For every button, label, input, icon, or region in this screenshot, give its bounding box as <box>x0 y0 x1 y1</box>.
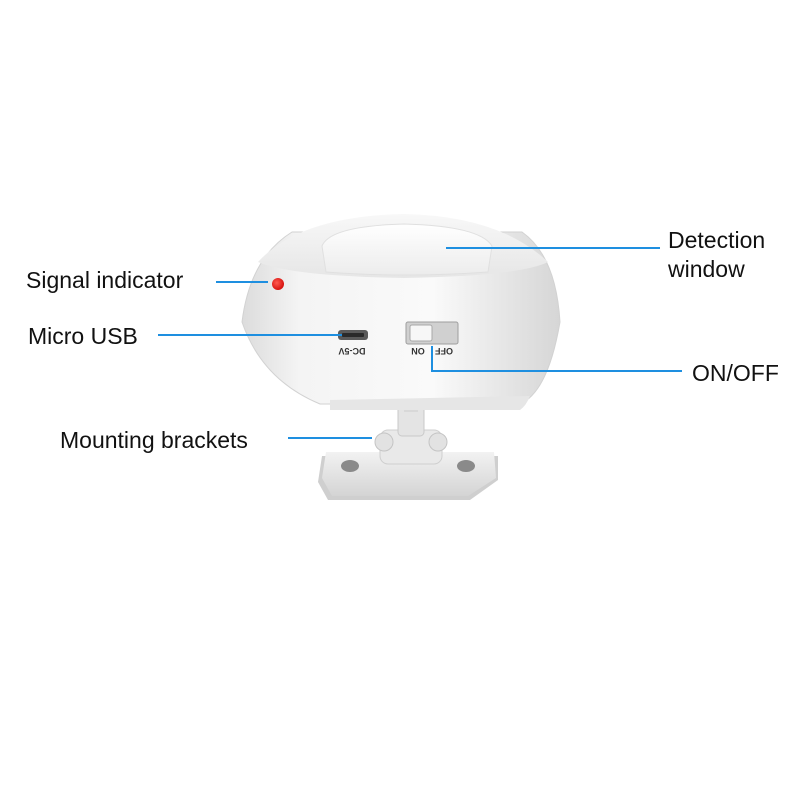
detection-window <box>321 223 493 276</box>
detection-window-label-line2: window <box>668 256 745 282</box>
signal-indicator-led <box>272 278 284 290</box>
callout-lines <box>158 247 682 439</box>
switch-on-text: ON <box>411 346 425 356</box>
port-label-text: DC-5V <box>338 346 365 356</box>
micro-usb-label: Micro USB <box>28 323 138 349</box>
detection-window-label-line1: Detection <box>668 227 766 253</box>
signal-indicator-label: Signal indicator <box>26 267 184 293</box>
callout-line-onoff <box>431 346 682 372</box>
on-off-label: ON/OFF <box>692 360 779 386</box>
detection-window-label: Detection window <box>668 226 765 284</box>
mounting-brackets-label: Mounting brackets <box>60 427 248 453</box>
switch-off-text: OFF <box>435 346 453 356</box>
power-switch[interactable]: ON OFF <box>405 321 459 356</box>
micro-usb-port: DC-5V <box>338 330 368 356</box>
mounting-bracket <box>318 400 498 500</box>
